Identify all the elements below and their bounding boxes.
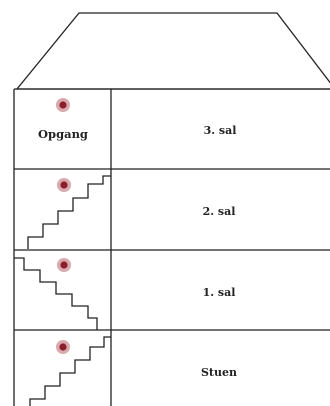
staircase-icon xyxy=(29,336,111,406)
entrance-dot xyxy=(56,340,70,354)
floor-label-1-sal: 1. sal xyxy=(203,286,236,299)
entrance-dot xyxy=(57,178,71,192)
staircase-icon xyxy=(27,175,111,249)
floor-label-3-sal: 3. sal xyxy=(204,124,237,137)
entrance-label: Opgang xyxy=(38,127,88,141)
staircase-icon xyxy=(14,257,98,330)
entrance-dot xyxy=(56,98,70,112)
entrance-dot xyxy=(57,258,71,272)
floor-label-2-sal: 2. sal xyxy=(203,205,236,218)
floor-label-stuen: Stuen xyxy=(201,366,237,379)
roof xyxy=(15,12,330,90)
